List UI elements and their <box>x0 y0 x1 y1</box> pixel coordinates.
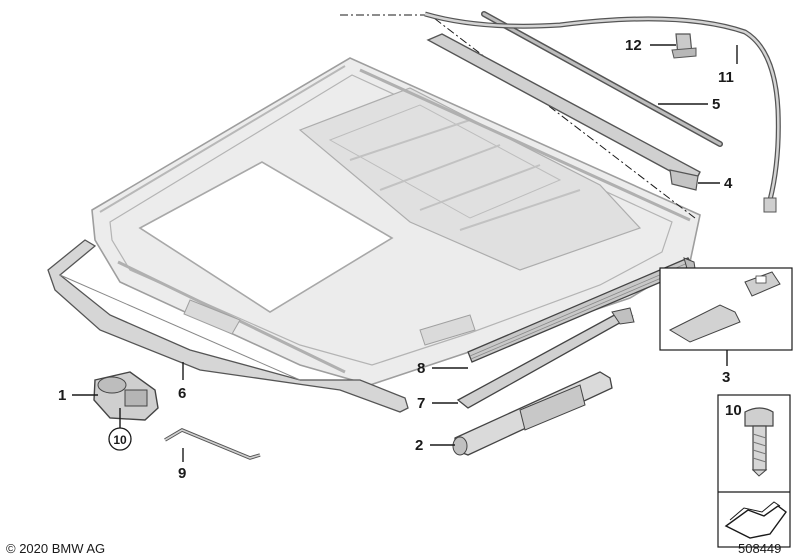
callout-1: 1 <box>58 387 66 404</box>
glass-opening <box>138 161 394 313</box>
leader-lines <box>72 44 738 462</box>
callout-5: 5 <box>712 96 720 113</box>
copyright-text: © 2020 BMW AG <box>6 541 105 556</box>
callout-6: 6 <box>178 385 186 402</box>
arrow-pictogram <box>724 501 787 539</box>
screw <box>744 407 774 477</box>
callout-10: 10 <box>725 402 742 419</box>
callout-12: 12 <box>625 37 642 54</box>
drive-motor <box>93 371 159 421</box>
callout-2: 2 <box>415 437 423 454</box>
hose-clip <box>671 33 697 59</box>
diagram-id: 508449 <box>738 541 781 556</box>
callout-10-circled: 10 <box>108 427 132 451</box>
part-3-brackets <box>668 271 781 343</box>
drain-hose <box>424 11 781 213</box>
svg-text:10: 10 <box>113 433 127 447</box>
callout-4: 4 <box>724 175 733 192</box>
frame-side-bracket <box>426 33 701 191</box>
bent-rod <box>164 428 261 460</box>
callout-11: 11 <box>718 69 734 86</box>
callout-8: 8 <box>417 360 425 377</box>
front-deflector <box>47 239 409 413</box>
guide-rail <box>456 307 635 409</box>
mechanism-rail <box>452 371 613 456</box>
callout-3: 3 <box>722 369 730 386</box>
callout-7: 7 <box>417 395 425 412</box>
callout-9: 9 <box>178 465 186 482</box>
sunroof-frame <box>91 57 701 386</box>
